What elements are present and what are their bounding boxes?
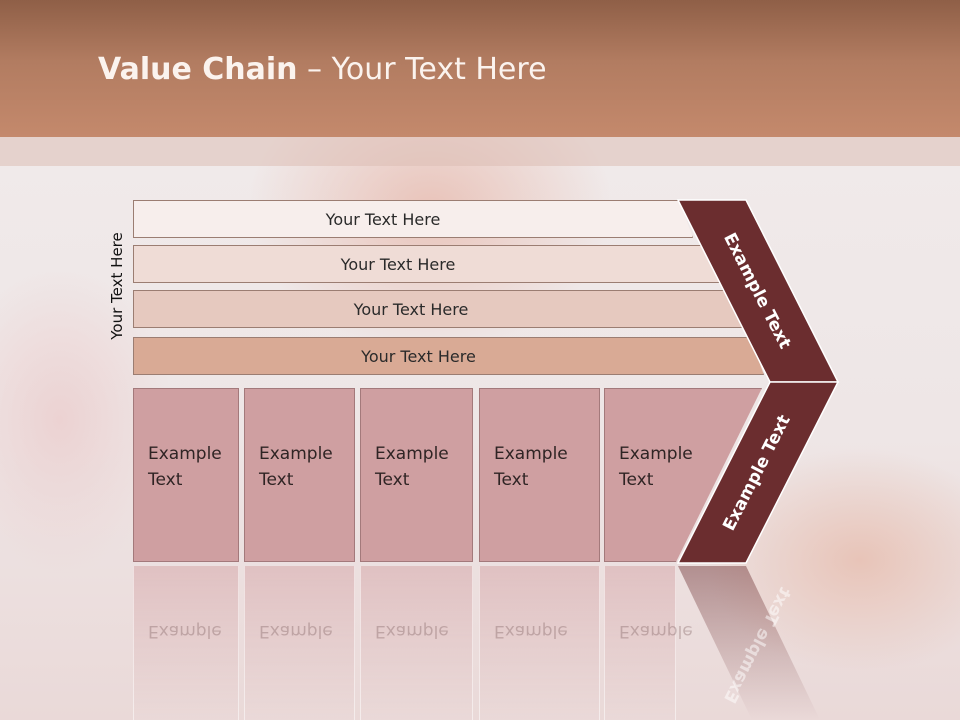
example-column-4[interactable]: Example Text [479, 388, 600, 562]
slide-title[interactable]: Value Chain – Your Text Here [98, 52, 547, 87]
column-2-line2: Text [259, 470, 294, 490]
example-column-1[interactable]: Example Text [133, 388, 239, 562]
column-2-line1: Example [259, 444, 333, 464]
column-2-reflection: Example [244, 566, 355, 720]
chevron-reflection [678, 566, 820, 720]
example-column-2[interactable]: Example Text [244, 388, 355, 562]
column-1-reflection: Example [133, 566, 239, 720]
value-bar-2[interactable]: Your Text Here [133, 245, 723, 283]
value-bar-3-label: Your Text Here [353, 299, 469, 319]
column-1-line2: Text [148, 470, 183, 490]
value-bar-4[interactable]: Your Text Here [133, 337, 764, 375]
column-5-line1: Example [619, 444, 693, 464]
value-bar-4-label: Your Text Here [361, 346, 476, 366]
value-bar-3[interactable]: Your Text Here [133, 290, 749, 328]
value-bar-1-label: Your Text Here [325, 209, 441, 229]
column-4-line1: Example [494, 444, 568, 464]
title-bar [0, 0, 960, 137]
column-1-line1: Example [148, 444, 222, 464]
column-3-line2: Text [375, 470, 410, 490]
chevron-bottom-arm[interactable] [676, 381, 840, 564]
value-bar-1[interactable]: Your Text Here [133, 200, 693, 238]
column-5-line2: Text [619, 470, 654, 490]
column-3-reflection: Example [360, 566, 473, 720]
column-4-line2: Text [494, 470, 529, 490]
column-3-line1: Example [375, 444, 449, 464]
title-bold: Value Chain [98, 52, 298, 87]
title-rest: – Your Text Here [297, 52, 547, 87]
example-column-3[interactable]: Example Text [360, 388, 473, 562]
column-5-reflection: Example [604, 566, 693, 720]
column-4-reflection: Example [479, 566, 600, 720]
value-bar-2-label: Your Text Here [340, 254, 456, 274]
title-strip [0, 137, 960, 166]
